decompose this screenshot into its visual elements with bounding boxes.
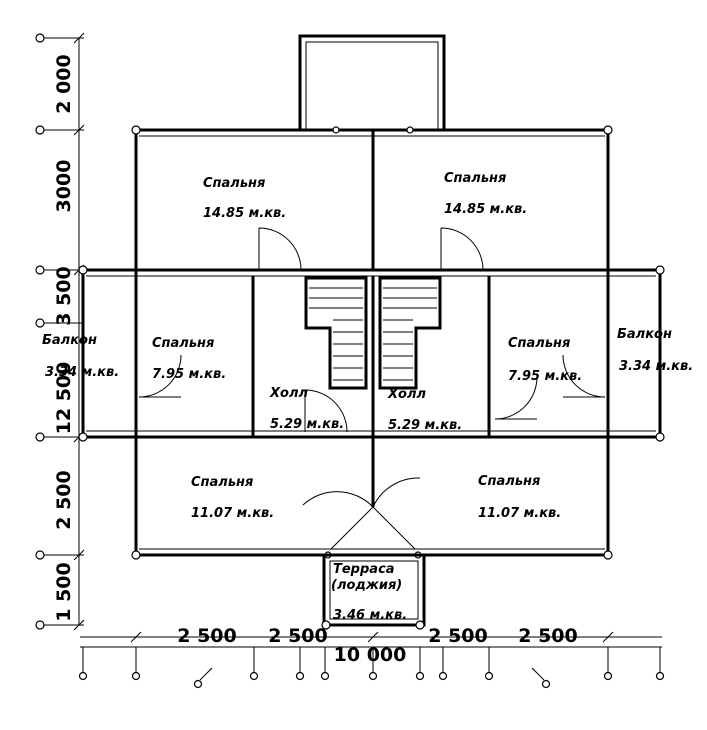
room-area-bedroom-mid-left: 7.95 м.кв. xyxy=(152,367,226,382)
room-name-bedroom-top-right: Спальня xyxy=(444,171,506,186)
dim-v-2000: 2 000 xyxy=(53,54,75,114)
room-name-terrace-line2: (лоджия) xyxy=(331,578,402,593)
room-area-balcony-right: 3.34 м.кв. xyxy=(619,359,693,374)
terrace-walls xyxy=(321,553,426,630)
dim-h-2500-3: 2 500 xyxy=(428,625,488,647)
room-name-hall-right: Холл xyxy=(387,387,426,402)
room-name-bedroom-mid-left: Спальня xyxy=(152,336,214,351)
room-name-bedroom-mid-right: Спальня xyxy=(508,336,570,351)
room-area-hall-left: 5.29 м.кв. xyxy=(270,417,344,432)
room-name-balcony-left: Балкон xyxy=(42,333,97,348)
door-arcs xyxy=(138,227,606,550)
upper-block-walls xyxy=(131,125,613,270)
staircase-left xyxy=(304,276,368,390)
room-labels: Спальня 14.85 м.кв. Спальня 14.85 м.кв. … xyxy=(42,171,693,623)
room-name-bedroom-bottom-right: Спальня xyxy=(478,474,540,489)
room-name-balcony-right: Балкон xyxy=(617,327,672,342)
room-name-bedroom-bottom-left: Спальня xyxy=(191,475,253,490)
dim-v-3000: 3000 xyxy=(53,160,75,213)
dim-v-1500: 1 500 xyxy=(53,562,75,622)
room-area-bedroom-top-right: 14.85 м.кв. xyxy=(444,202,527,217)
dim-h-2500-1: 2 500 xyxy=(177,625,237,647)
dim-h-2500-2: 2 500 xyxy=(268,625,328,647)
room-area-bedroom-mid-right: 7.95 м.кв. xyxy=(508,369,582,384)
vertical-dimension-line xyxy=(35,32,85,631)
staircase-right xyxy=(378,276,442,390)
horizontal-dimension-labels: 2 500 2 500 2 500 2 500 10 000 xyxy=(177,625,578,666)
dim-h-total: 10 000 xyxy=(334,644,407,666)
room-area-hall-right: 5.29 м.кв. xyxy=(388,418,462,433)
middle-band-walls xyxy=(78,265,665,442)
room-area-bedroom-bottom-right: 11.07 м.кв. xyxy=(478,506,561,521)
horizontal-dimension-line xyxy=(78,631,665,689)
room-name-terrace-line1: Терраса xyxy=(333,562,395,577)
top-extension xyxy=(298,34,446,132)
vertical-dimension-labels: 2 000 3000 3 500 12 500 2 500 1 500 xyxy=(53,54,75,622)
room-area-terrace: 3.46 м.кв. xyxy=(333,608,407,623)
room-area-bedroom-top-left: 14.85 м.кв. xyxy=(203,206,286,221)
lower-block-walls xyxy=(131,437,613,560)
dim-v-3500: 3 500 xyxy=(53,266,75,326)
room-area-balcony-left: 3.34 м.кв. xyxy=(45,365,119,380)
room-name-bedroom-top-left: Спальня xyxy=(203,176,265,191)
room-area-bedroom-bottom-left: 11.07 м.кв. xyxy=(191,506,274,521)
dim-h-2500-4: 2 500 xyxy=(518,625,578,647)
dim-v-2500: 2 500 xyxy=(53,470,75,530)
room-name-hall-left: Холл xyxy=(269,386,308,401)
dim-v-12500: 12 500 xyxy=(53,362,75,435)
